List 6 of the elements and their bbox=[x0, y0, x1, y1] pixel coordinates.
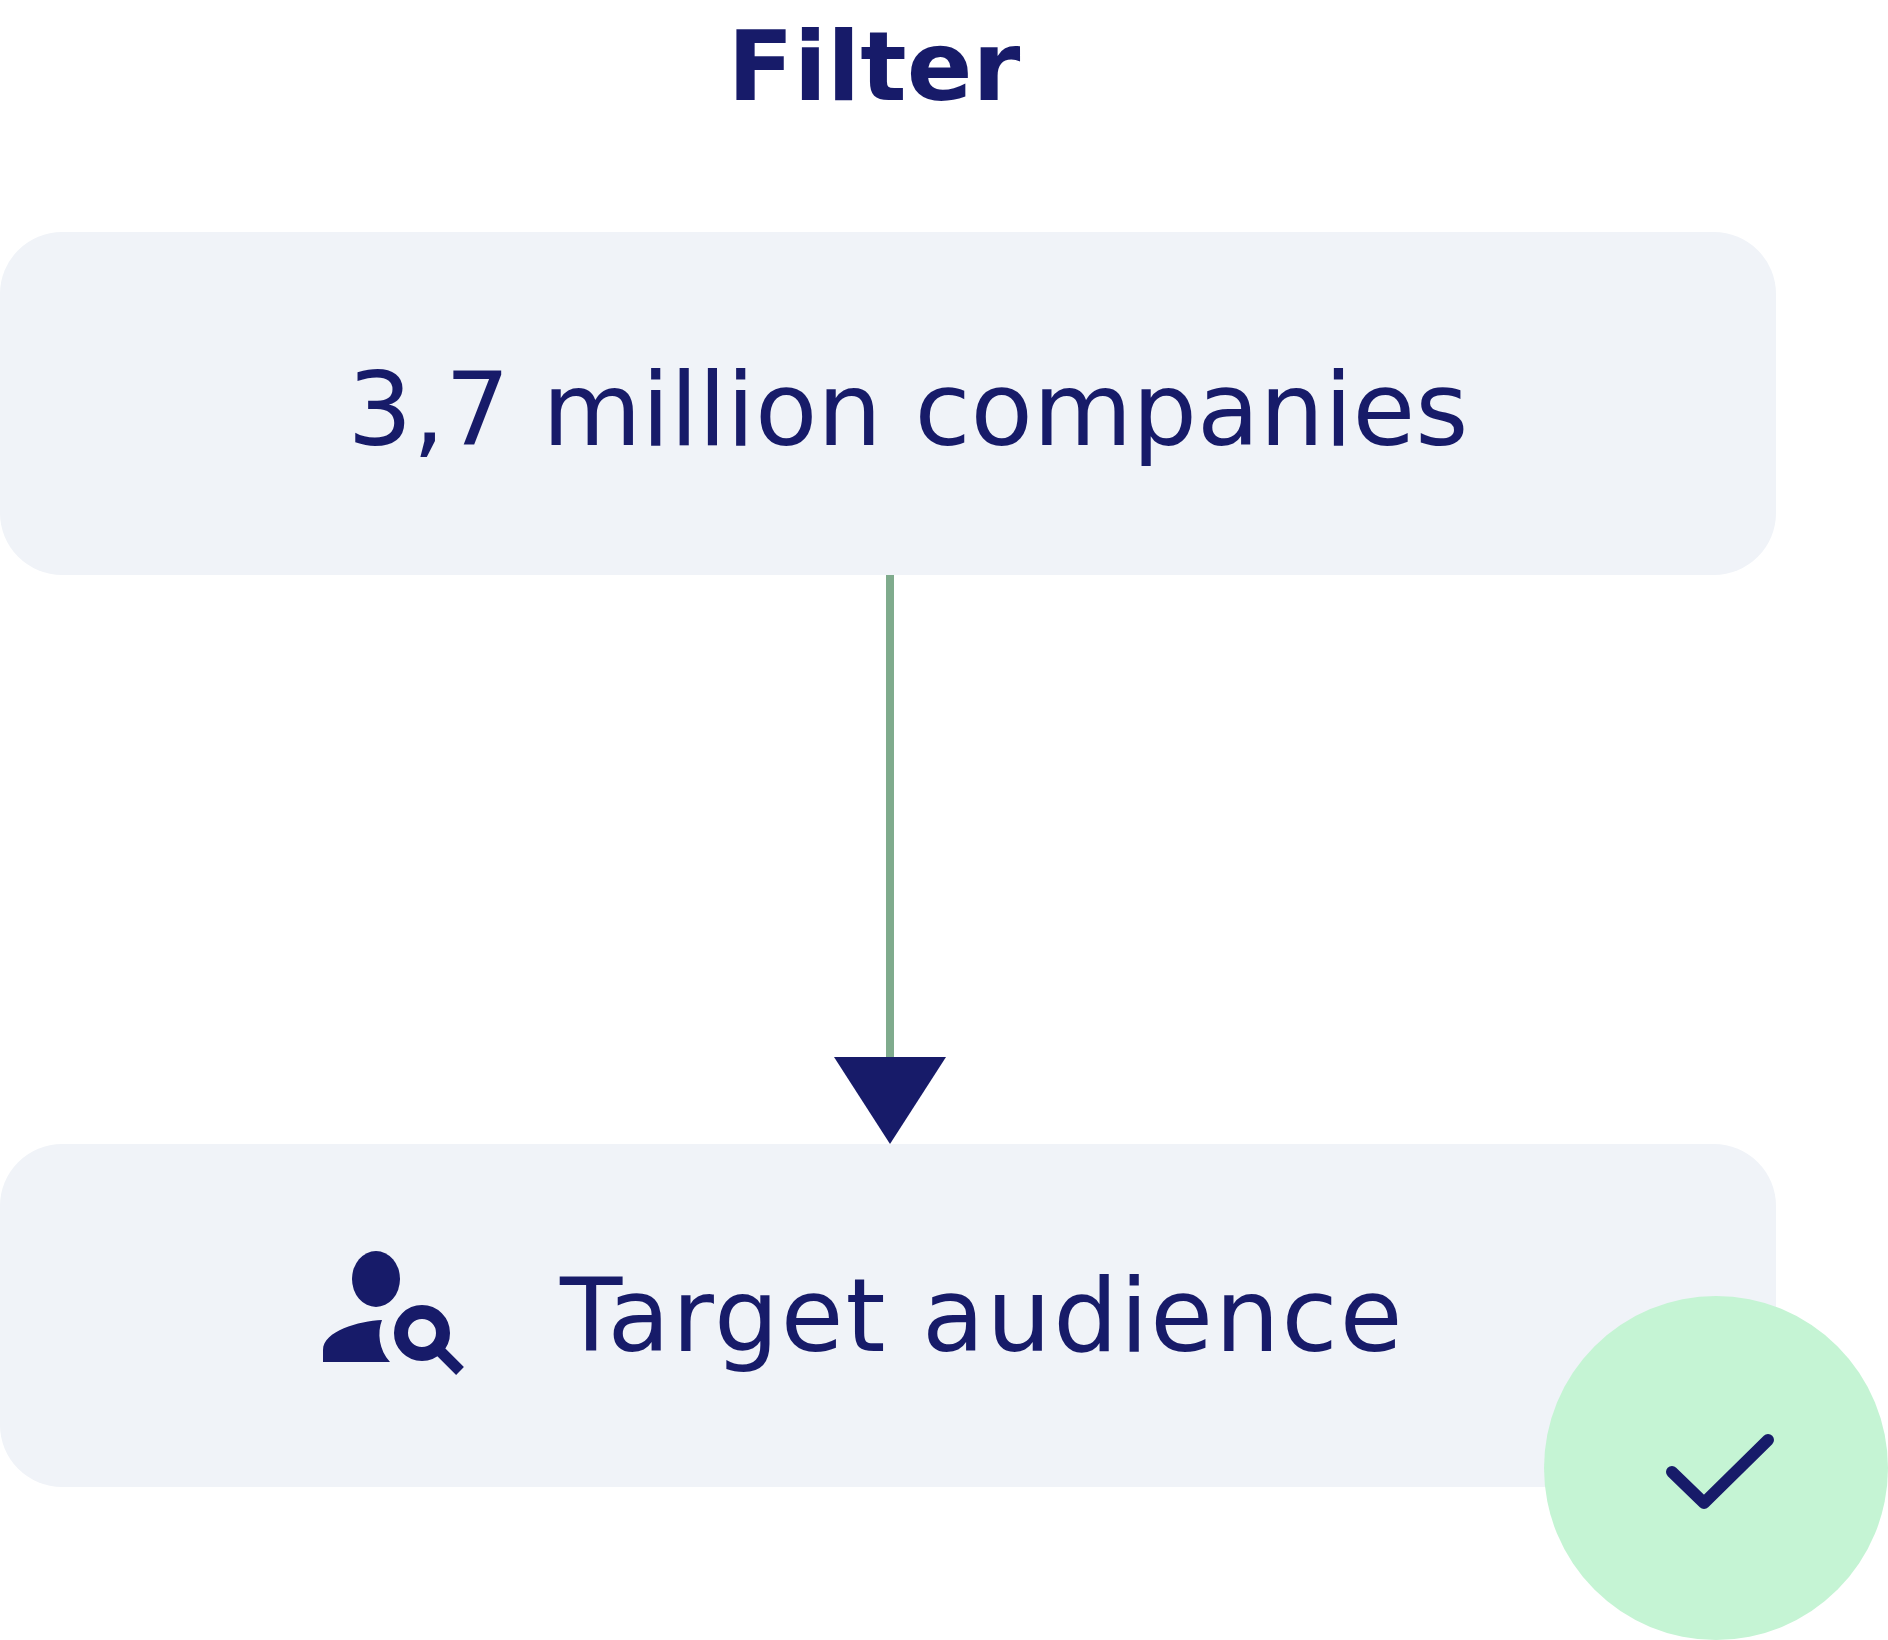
rounded-box bbox=[0, 232, 1776, 575]
arrow bbox=[834, 575, 946, 1144]
node-label: 3,7 million companies bbox=[347, 350, 1469, 469]
node-label: Target audience bbox=[560, 1256, 1405, 1375]
title: Filter bbox=[726, 14, 1022, 121]
rounded-box bbox=[0, 1144, 1776, 1487]
